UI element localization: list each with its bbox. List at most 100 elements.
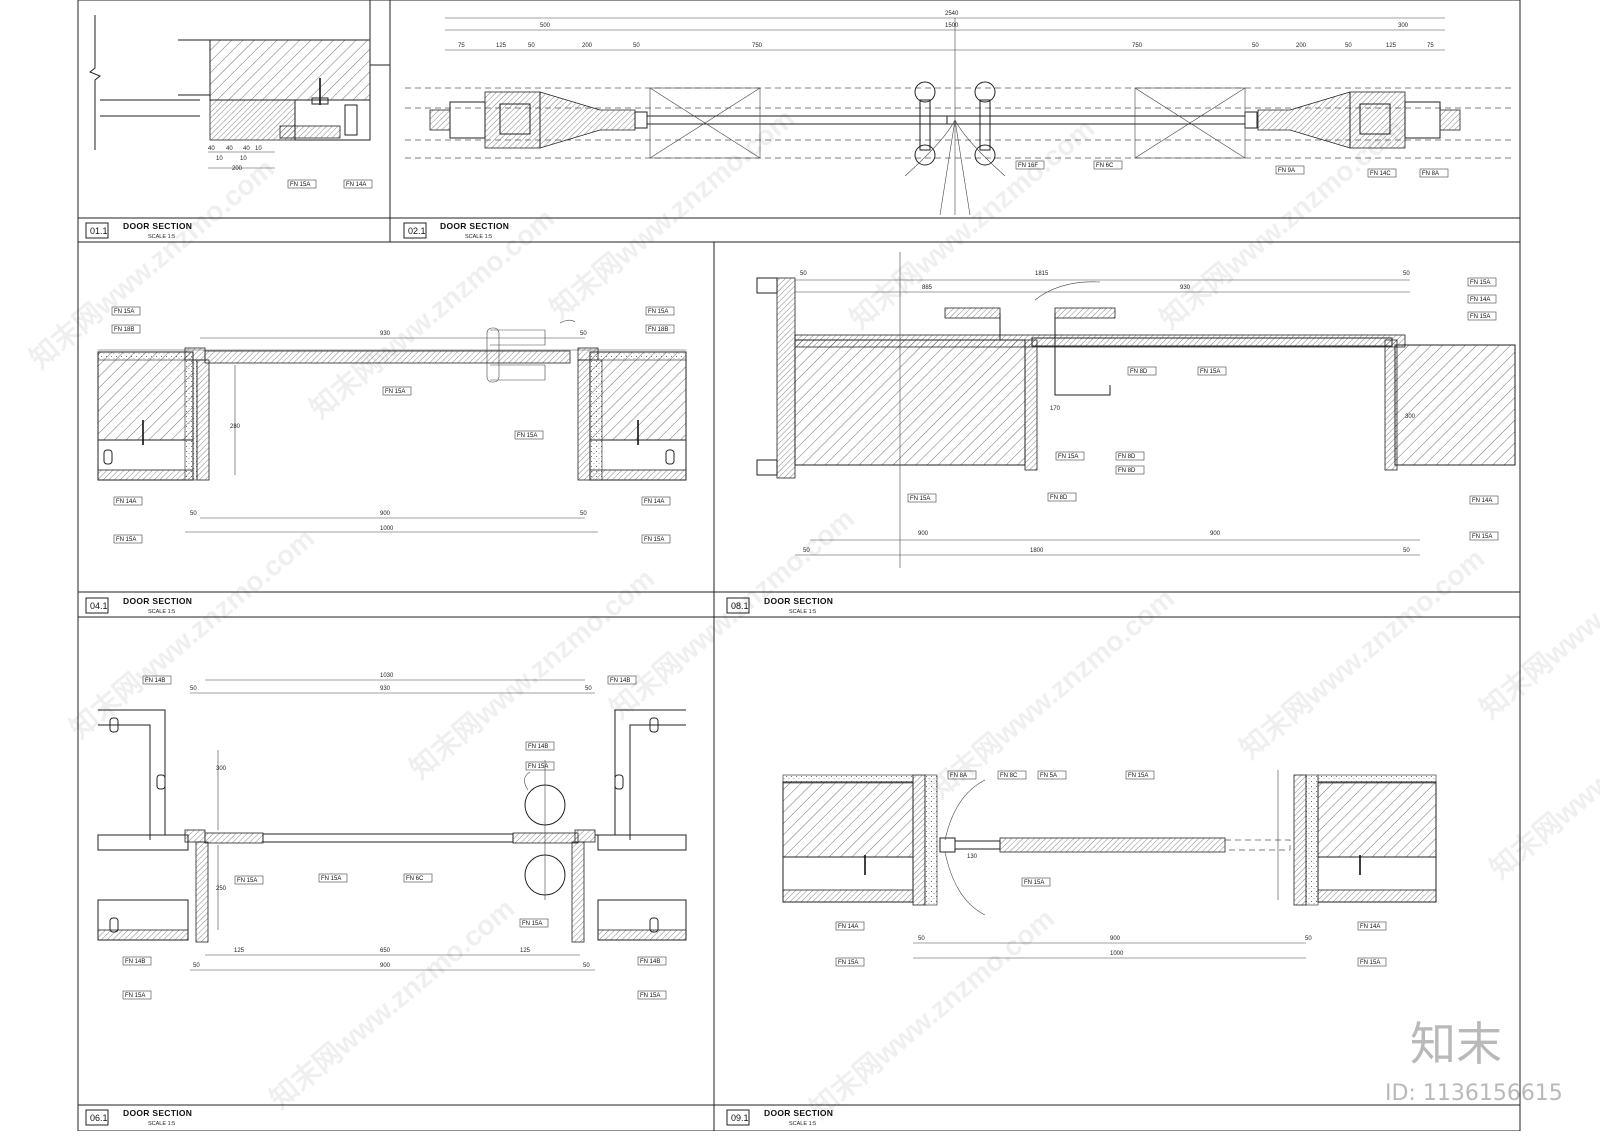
- tag-box: [637, 956, 667, 966]
- watermark-text: 知末网www.znzmo.com: [403, 562, 660, 785]
- finish-tag: FN 18B: [114, 327, 134, 333]
- tag-box: [1125, 770, 1155, 780]
- tag-box: [122, 956, 152, 966]
- watermark-text: 知末网www.znzmo.com: [803, 902, 1060, 1125]
- dimension-label: 900: [1210, 531, 1221, 537]
- dimension-label: 900: [380, 963, 391, 969]
- finish-tag: FN 14A: [644, 499, 664, 505]
- tag-box: [525, 761, 555, 771]
- dimension-label: 50: [633, 43, 640, 49]
- tag-box: [1115, 451, 1145, 461]
- tag-box: [525, 741, 555, 751]
- tag-box: [403, 873, 433, 883]
- tag-box: [1467, 294, 1497, 304]
- title-block-08: 08.1 DOOR SECTION SCALE 1:5: [714, 591, 1520, 615]
- dimension-label: 200: [1296, 43, 1307, 49]
- finish-tag: FN 15A: [1128, 773, 1148, 779]
- tag-box: [1055, 451, 1085, 461]
- panel-scale: SCALE 1:5: [148, 1121, 175, 1127]
- watermark-text: 知末网www.znzmo.com: [63, 522, 320, 745]
- dimension-label: 2540: [945, 11, 959, 17]
- finish-tag: FN 14A: [1360, 924, 1380, 930]
- finish-tag: FN 14A: [1472, 498, 1492, 504]
- tag-box: [607, 675, 637, 685]
- tag-box: [1357, 957, 1387, 967]
- dimension-label: 500: [540, 23, 551, 29]
- dimension-label: 300: [216, 766, 227, 772]
- panel-number: 04.1: [90, 601, 108, 611]
- dimension-label: 50: [583, 963, 590, 969]
- finish-tag: FN 15A: [522, 921, 542, 927]
- watermark-text: 知末网www.znzmo.com: [303, 202, 560, 425]
- title-block-01: 01.1 DOOR SECTION SCALE 1:5: [78, 217, 390, 240]
- tag-box: [835, 921, 865, 931]
- finish-tag: FN 15A: [1058, 454, 1078, 460]
- tag-box: [1047, 492, 1077, 502]
- finish-tag: FN 8A: [1422, 171, 1439, 177]
- title-block-04: 04.1 DOOR SECTION SCALE 1:5: [78, 591, 714, 615]
- finish-tag: FN 14B: [528, 744, 548, 750]
- dimension-label: 300: [1405, 414, 1416, 420]
- panel-title: DOOR SECTION: [440, 221, 509, 231]
- finish-tag: FN 14A: [1470, 297, 1490, 303]
- dimension-label: 130: [967, 854, 978, 860]
- dimension-label: 50: [528, 43, 535, 49]
- finish-tag: FN 15A: [1472, 534, 1492, 540]
- watermark-brand: 知末: [1410, 1017, 1502, 1071]
- watermark-image-id: ID: 1136156615: [1385, 1081, 1563, 1106]
- finish-tag: FN 8D: [1118, 468, 1136, 474]
- dimension-label: 125: [496, 43, 507, 49]
- dimension-label: 50: [585, 686, 592, 692]
- finish-tag: FN 15A: [1470, 314, 1490, 320]
- finish-tag: FN 15A: [125, 993, 145, 999]
- dimension-label: 50: [1345, 43, 1352, 49]
- title-block-09: 09.1 DOOR SECTION SCALE 1:5: [714, 1104, 1520, 1127]
- dimension-label: 930: [380, 331, 391, 337]
- tag-box: [1419, 168, 1449, 178]
- dimension-label: 650: [380, 948, 391, 954]
- dimension-label: 900: [918, 531, 929, 537]
- tag-box: [907, 493, 937, 503]
- tag-box: [645, 324, 675, 334]
- panel-number: 01.1: [90, 226, 108, 236]
- dimension-label: 10: [240, 156, 247, 162]
- finish-tag: FN 15A: [838, 960, 858, 966]
- finish-tag: FN 15A: [114, 309, 134, 315]
- panel-scale: SCALE 1:5: [789, 609, 816, 615]
- finish-tag: FN 15A: [910, 496, 930, 502]
- dimension-label: 50: [800, 271, 807, 277]
- finish-tag: FN 15A: [644, 537, 664, 543]
- dimension-label: 50: [580, 511, 587, 517]
- panel-scale: SCALE 1:5: [789, 1121, 816, 1127]
- dimension-label: 1800: [1030, 548, 1044, 554]
- dimension-label: 40: [208, 146, 215, 152]
- watermark-text: 知末网www.znzmo.com: [263, 892, 520, 1115]
- dimension-label: 50: [918, 936, 925, 942]
- tag-box: [1197, 366, 1227, 376]
- panel-number: 09.1: [731, 1113, 749, 1123]
- finish-tag: FN 15A: [1200, 369, 1220, 375]
- watermark-text: 知末网www.znzmo.com: [843, 112, 1100, 335]
- tag-box: [1093, 160, 1123, 170]
- dimension-label: 885: [922, 285, 933, 291]
- dimension-label: 40: [243, 146, 250, 152]
- finish-tag: FN 8C: [1000, 773, 1018, 779]
- finish-tag: FN 14C: [1370, 171, 1391, 177]
- tag-box: [514, 430, 544, 440]
- dimension-label: 50: [803, 548, 810, 554]
- tag-box: [111, 306, 141, 316]
- finish-tag: FN 14A: [346, 182, 366, 188]
- finish-tag: FN 15A: [648, 309, 668, 315]
- panel-title: DOOR SECTION: [764, 1108, 833, 1118]
- finish-tag: FN 14B: [640, 959, 660, 965]
- tag-box: [113, 534, 143, 544]
- tag-box: [1467, 311, 1497, 321]
- finish-tag: FN 15A: [385, 389, 405, 395]
- tag-box: [1357, 921, 1387, 931]
- dimension-label: 50: [1252, 43, 1259, 49]
